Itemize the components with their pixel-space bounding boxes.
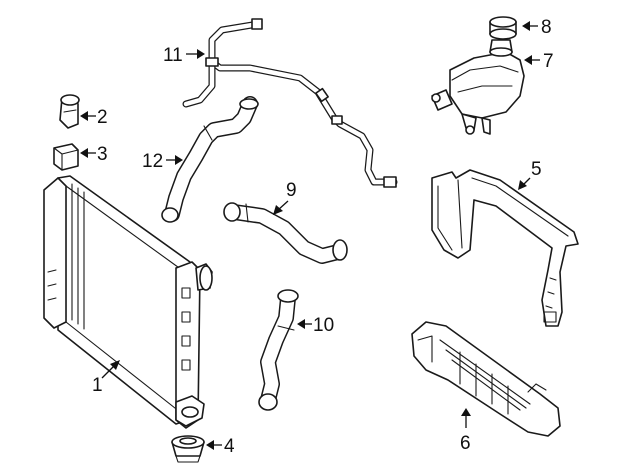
callout-label-upper-shroud: 5 <box>531 159 542 180</box>
callout-label-expansion-tank: 7 <box>543 51 554 72</box>
callout-9: 9 <box>273 180 297 215</box>
callout-7: 7 <box>524 51 554 72</box>
callout-10: 10 <box>297 315 334 336</box>
lower-shroud <box>411 321 561 437</box>
callout-label-lower-hose: 9 <box>286 180 297 201</box>
outlet-hose <box>258 289 299 411</box>
callout-12: 12 <box>142 151 183 172</box>
callout-label-mount-bushing: 3 <box>97 144 108 165</box>
bracket-clip <box>59 94 80 129</box>
callout-label-tank-cap: 8 <box>541 17 552 38</box>
upper-hose <box>161 96 259 223</box>
drain-plug <box>171 435 205 463</box>
mount-bushing <box>53 143 79 171</box>
tank-cap <box>489 16 517 40</box>
vent-line <box>182 18 398 188</box>
upper-shroud <box>431 169 579 327</box>
callout-label-upper-hose: 12 <box>142 151 163 172</box>
callout-label-drain-plug: 4 <box>224 436 235 457</box>
callout-label-vent-line: 11 <box>163 45 183 66</box>
callout-5: 5 <box>518 159 542 190</box>
expansion-tank <box>431 39 525 135</box>
callout-6: 6 <box>460 408 471 454</box>
callout-4: 4 <box>206 436 235 457</box>
callout-label-lower-shroud: 6 <box>460 433 471 454</box>
callout-1: 1 <box>92 360 120 396</box>
callout-8: 8 <box>522 17 552 38</box>
callout-label-radiator: 1 <box>92 375 103 396</box>
callout-label-outlet-hose: 10 <box>313 315 334 336</box>
lower-hose <box>223 202 348 264</box>
callout-3: 3 <box>80 144 108 165</box>
callout-label-bracket-clip: 2 <box>97 107 108 128</box>
callout-11: 11 <box>163 45 205 66</box>
callout-2: 2 <box>80 107 108 128</box>
radiator <box>43 175 213 429</box>
